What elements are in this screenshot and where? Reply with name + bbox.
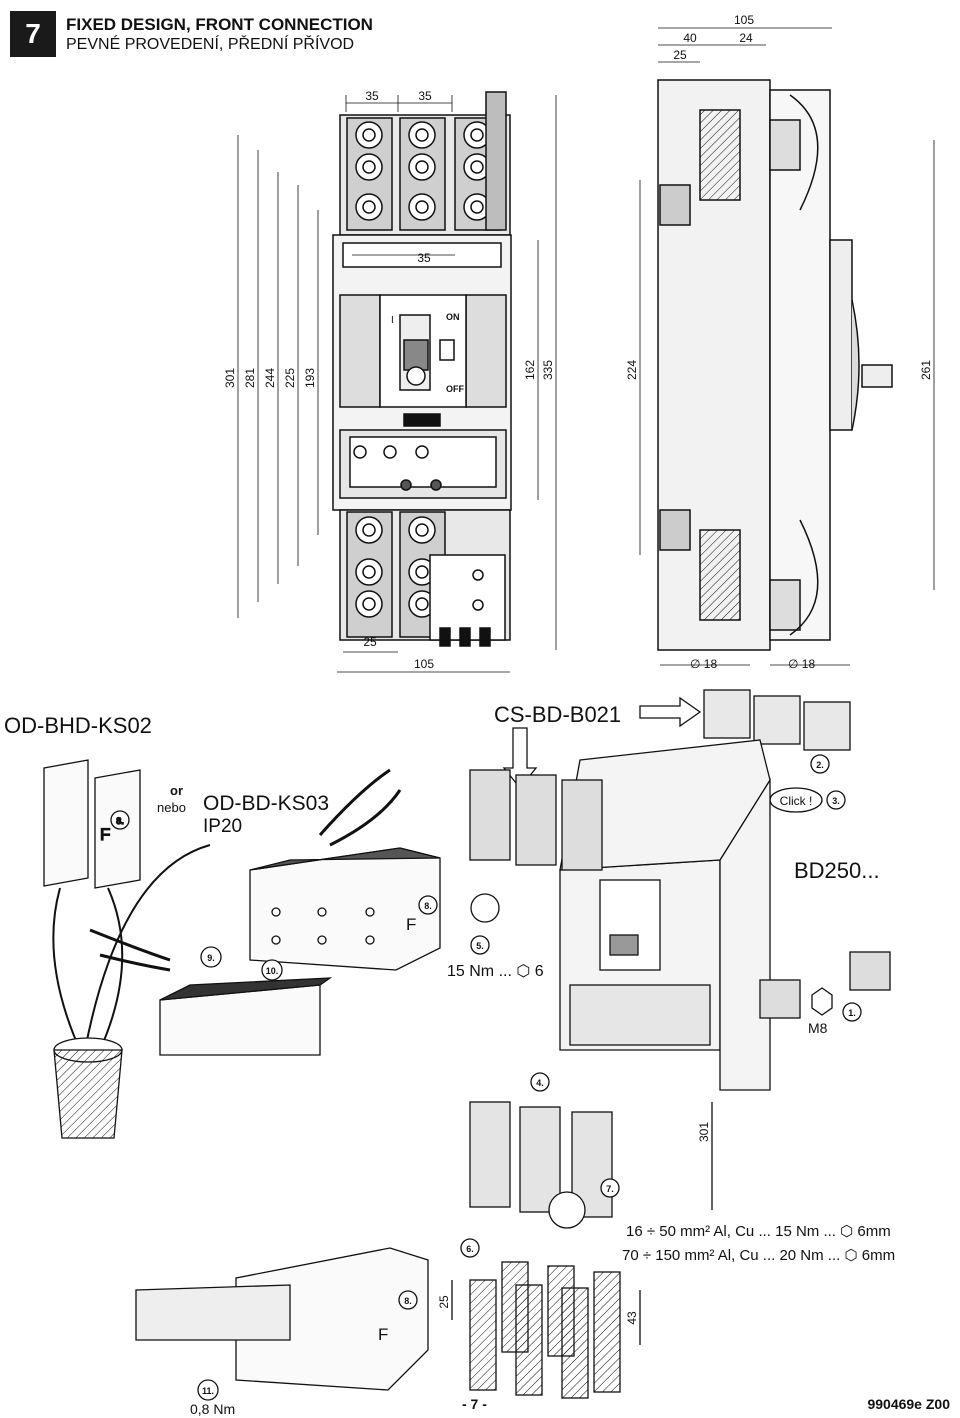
side-dim-224: 224 [625,360,639,380]
title-english: FIXED DESIGN, FRONT CONNECTION [66,15,373,34]
force-label-2: F [406,915,416,934]
left-dim-1: 301 [223,368,237,388]
right-dim-1: 162 [523,360,537,380]
left-dim-4: 225 [283,368,297,388]
side-dimension-lines [639,27,935,666]
test-label: TEST [412,417,433,426]
dim-43: 43 [625,1311,639,1325]
step-10: 10. [266,966,279,976]
nut-label: M8 [808,1020,828,1036]
cs-bd-label: CS-BD-B021 [494,702,621,727]
waste-bin-icon [53,1037,123,1139]
spec-line-1: 16 ÷ 50 mm² Al, Cu ... 15 Nm ... ⬡ 6mm [626,1223,891,1240]
od-bd-label: OD-BD-KS03 [203,792,329,815]
switch-on-label: ON [446,312,460,322]
dim-25: 25 [437,1295,451,1309]
inner-dim: 35 [417,251,431,265]
lower-shroud: F 8. 11. [135,1247,429,1401]
step-5: 5. [476,941,484,951]
step-2: 2. [816,760,824,770]
step-8-b: 8. [424,901,432,911]
accessory-labels: OD-BHD-KS02 or nebo OD-BD-KS03 IP20 CS-B… [4,702,880,1417]
section-number-badge: 7 [10,11,56,57]
step-11: 11. [202,1386,214,1396]
step-8-c: 8. [404,1296,412,1306]
small-shroud: 9. 10. [159,946,333,1056]
left-dim-3: 244 [263,368,277,388]
side-dim-25: 25 [673,48,687,62]
page-number: - 7 - [462,1396,487,1412]
hole-dim-left: ∅ 18 [690,657,717,671]
right-dim-2: 335 [541,360,555,380]
step-7: 7. [606,1184,614,1194]
left-dim-2: 281 [243,368,257,388]
side-dim-40: 40 [683,31,697,45]
top-terminals [346,117,501,231]
or-label: or [170,783,183,798]
dim-301: 301 [697,1122,711,1142]
small-torque-label: 0,8 Nm [190,1401,235,1417]
switch-off-label: OFF [446,384,464,394]
step-3: 3. [832,796,840,806]
side-dimension-texts: 105 40 24 25 224 261 ∅ 18 ∅ 18 [625,13,933,671]
document-code: 990469e Z00 [867,1396,950,1412]
cables: 25 43 [437,1261,641,1399]
left-dim-5: 193 [303,368,317,388]
od-bhd-label: OD-BHD-KS02 [4,713,152,738]
step-1: 1. [848,1008,856,1018]
ip20-shroud: F 8. [249,847,441,971]
side-dim-261: 261 [919,360,933,380]
breaker-label: BD250... [794,858,880,883]
switch-i-label: I [391,315,394,326]
bottom-dim-1: 25 [363,635,377,649]
front-dimension-lines [237,95,557,673]
cs-bd-terminals: 2. Click ! 3. [502,689,851,813]
cable-specs: 16 ÷ 50 mm² Al, Cu ... 15 Nm ... ⬡ 6mm 7… [622,1223,895,1264]
hole-dim-right: ∅ 18 [788,657,815,671]
ip20-label: IP20 [203,816,242,837]
front-dimension-texts: 35 35 35 25 105 301 281 244 225 193 162 … [223,89,555,671]
force-label-1: F [100,825,110,844]
title-czech: PEVNÉ PROVEDENÍ, PŘEDNÍ PŘÍVOD [66,36,355,53]
click-label: Click ! [780,794,813,808]
step-9: 9. [207,953,215,963]
pliers-icon [89,768,402,972]
top-dim-2: 35 [418,89,432,103]
main-torque-label: 15 Nm ... ⬡ 6 [447,963,544,980]
step-8-a: 8. [116,816,124,826]
nebo-label: nebo [157,800,186,815]
side-dim-24: 24 [739,31,753,45]
step-6: 6. [466,1244,474,1254]
spec-line-2: 70 ÷ 150 mm² Al, Cu ... 20 Nm ... ⬡ 6mm [622,1247,895,1264]
step-4: 4. [536,1078,544,1088]
waste-arcs [52,844,211,1051]
side-dim-105: 105 [734,13,754,27]
cover-parts: F 8. [43,759,141,889]
breaker-isometric: 5. 1. [469,739,891,1091]
lower-terminal-assembly: 4. 7. 6. 301 [460,1072,713,1258]
front-view [332,91,512,647]
top-dim-1: 35 [365,89,379,103]
side-view [657,79,893,651]
bottom-dim-2: 105 [414,657,434,671]
force-label-3: F [378,1325,388,1344]
